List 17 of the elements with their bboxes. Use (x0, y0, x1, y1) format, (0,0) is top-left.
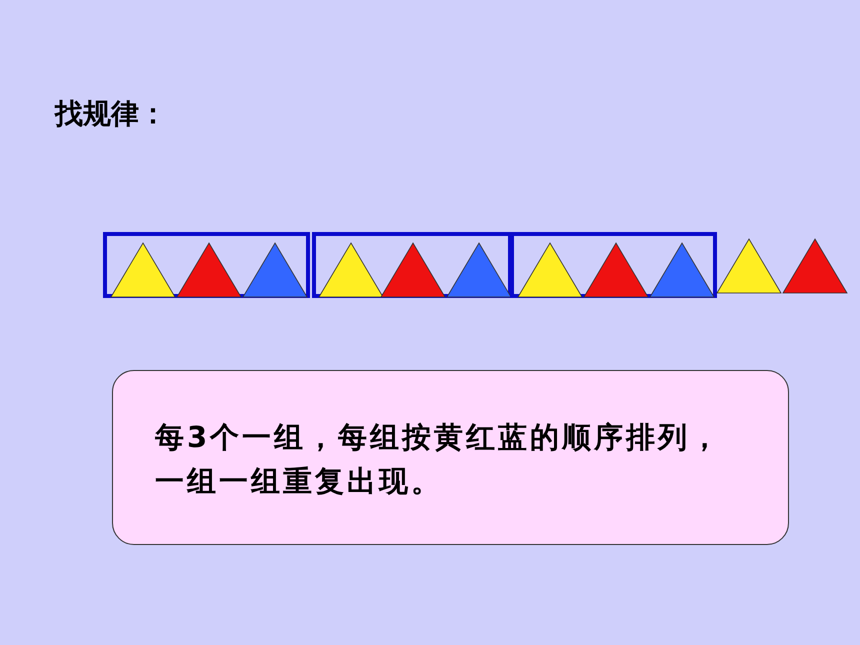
triangle (583, 242, 649, 298)
group-frame (312, 232, 512, 298)
triangle (110, 242, 176, 298)
triangle (242, 242, 308, 298)
rule-text: 每3个一组，每组按黄红蓝的顺序排列，一组一组重复出现。 (155, 419, 724, 500)
triangle (716, 238, 782, 294)
triangle (649, 242, 715, 298)
heading: 找规律： (55, 96, 167, 132)
group-frame (510, 232, 717, 298)
triangle (380, 242, 446, 298)
note-box (112, 370, 789, 545)
triangle (176, 242, 242, 298)
triangle (782, 238, 848, 294)
triangle (318, 242, 384, 298)
group-frame (103, 232, 310, 298)
triangle (517, 242, 583, 298)
triangle (446, 242, 512, 298)
